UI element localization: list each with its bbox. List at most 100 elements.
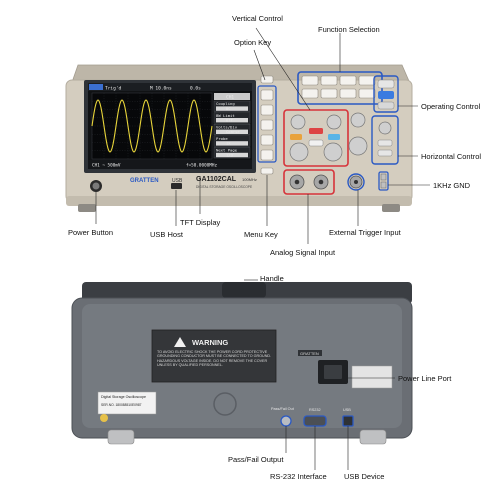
callout-usb-device: USB Device bbox=[344, 472, 385, 481]
option-key-3[interactable] bbox=[260, 119, 274, 131]
callout-operating-control: Operating Control bbox=[421, 102, 481, 111]
callout-rs232-interface: RS-232 Interface bbox=[270, 472, 327, 481]
timebase-knob[interactable] bbox=[348, 136, 368, 156]
operating-control-group bbox=[373, 75, 399, 113]
ch2-volts-knob[interactable] bbox=[323, 142, 343, 162]
screen-menu-item-value: Coarse bbox=[226, 129, 240, 134]
front-foot-right bbox=[382, 204, 400, 212]
callout-horizontal-control: Horizontal Control bbox=[421, 152, 482, 161]
callout-power-line-port: Power Line Port bbox=[398, 374, 452, 383]
ch1-position-knob[interactable] bbox=[290, 114, 306, 130]
usb-device-port[interactable] bbox=[342, 415, 354, 427]
front-leader-lines bbox=[95, 27, 430, 244]
menu-key[interactable] bbox=[260, 167, 274, 175]
function-key-6[interactable] bbox=[320, 88, 338, 99]
callout-menu-key: Menu Key bbox=[244, 230, 278, 239]
front-subtitle: DIGITAL STORAGE OSCILLOSCOPE bbox=[196, 185, 253, 189]
screen-timebase: M 10.0ns bbox=[150, 86, 172, 92]
probe-comp-highlight bbox=[378, 171, 389, 191]
screen-frequency: f=50.0000MHz bbox=[186, 163, 217, 169]
port-passfail-label: Pass/Fail Out bbox=[271, 407, 295, 411]
screen-menu-value-bg bbox=[216, 152, 248, 158]
ch2-position-knob[interactable] bbox=[326, 114, 342, 130]
force-button[interactable] bbox=[377, 149, 393, 157]
callout-external-trigger-input: External Trigger Input bbox=[329, 228, 401, 237]
run-stop-button[interactable] bbox=[377, 101, 395, 110]
screen-menu-item-value: DC bbox=[226, 106, 231, 111]
port-rs232-label: RS232 bbox=[309, 408, 321, 412]
rear-brand-plate bbox=[298, 350, 322, 356]
warning-title: WARNING bbox=[192, 338, 228, 347]
callout-power-button: Power Button bbox=[68, 228, 114, 237]
screen-menu-item-title: BW Limit bbox=[216, 113, 235, 118]
function-key-5[interactable] bbox=[301, 88, 319, 99]
menu-onoff-key[interactable] bbox=[260, 75, 274, 84]
screen-menu-value-bg bbox=[216, 106, 248, 111]
function-key-2[interactable] bbox=[320, 75, 338, 86]
callout-tft-display: TFT Display bbox=[180, 218, 221, 227]
screen-menu-item-title: Coupling bbox=[216, 101, 235, 106]
rear-leader-lines bbox=[244, 279, 395, 470]
ch1-volts-knob[interactable] bbox=[289, 142, 309, 162]
screen-menu-item-title: Next Page bbox=[216, 148, 238, 153]
option-key-2[interactable] bbox=[260, 104, 274, 116]
probe-comp-gnd-terminal[interactable] bbox=[380, 181, 387, 189]
port-usb-label: USB bbox=[343, 408, 351, 412]
horizontal-position-knob[interactable] bbox=[350, 112, 366, 128]
probe-comp-1khz-terminal[interactable] bbox=[380, 173, 387, 181]
product-serial: SER.NO. 180088510E0987 bbox=[101, 403, 142, 407]
screen-menu-title-bg bbox=[214, 93, 250, 100]
math-button[interactable] bbox=[309, 128, 323, 134]
front-model: GA1102CAL bbox=[196, 176, 237, 183]
carry-handle[interactable] bbox=[222, 282, 266, 298]
product-label bbox=[97, 391, 157, 415]
function-key-4[interactable] bbox=[358, 75, 376, 86]
screen-menu-item-title: Probe bbox=[216, 136, 228, 141]
screen-menu-value-bg bbox=[216, 118, 248, 123]
screen-menu-item bbox=[213, 112, 251, 124]
screen-menu-item bbox=[213, 147, 251, 159]
callout-analog-signal-input: Analog Signal Input bbox=[270, 248, 336, 257]
screen-menu-item-value: 1X bbox=[226, 141, 231, 146]
front-brand: GRATTEN bbox=[130, 178, 159, 184]
trigger-level-knob[interactable] bbox=[378, 121, 392, 135]
waveform-trace bbox=[91, 99, 213, 153]
screen-offset: 0.0s bbox=[190, 86, 201, 92]
option-key-5[interactable] bbox=[260, 149, 274, 161]
screen-menu-item bbox=[213, 135, 251, 147]
rear-brand: GRATTEN bbox=[300, 351, 319, 356]
rear-view: WARNING TO AVOID ELECTRIC SHOCK THE POWE… bbox=[71, 282, 413, 445]
screen-ch1-scale: CH1 ~ 500mV bbox=[92, 163, 121, 169]
trigger-menu-button[interactable] bbox=[377, 139, 393, 147]
screen-menu-item-title: Volts/Div bbox=[216, 124, 238, 129]
screen-menu-item bbox=[213, 123, 251, 135]
function-key-8[interactable] bbox=[358, 88, 376, 99]
function-key-7[interactable] bbox=[339, 88, 357, 99]
ch2-button[interactable] bbox=[328, 134, 340, 140]
screen-menu-item bbox=[213, 100, 251, 112]
screen-menu-title: CH1 bbox=[226, 95, 234, 101]
option-key-1[interactable] bbox=[260, 89, 274, 101]
pass-fail-output-port[interactable] bbox=[280, 415, 292, 427]
rear-foot-right bbox=[359, 429, 387, 445]
callout-pass-fail-output: Pass/Fail Output bbox=[228, 455, 284, 464]
usb-host-port[interactable] bbox=[171, 183, 182, 189]
rear-fan-ring bbox=[213, 392, 237, 416]
ch1-button[interactable] bbox=[290, 134, 302, 140]
screen-menu-value-bg bbox=[216, 141, 248, 146]
warning-plate bbox=[151, 329, 277, 383]
rs232-port[interactable] bbox=[303, 415, 327, 427]
option-keys bbox=[257, 85, 277, 163]
function-key-1[interactable] bbox=[301, 75, 319, 86]
auto-button[interactable] bbox=[378, 91, 394, 99]
callout-vertical-control: Vertical Control bbox=[232, 14, 283, 23]
option-key-4[interactable] bbox=[260, 134, 274, 146]
callout-usb-host: USB Host bbox=[150, 230, 183, 239]
ref-button[interactable] bbox=[308, 139, 324, 147]
callout-function-selection: Function Selection bbox=[318, 25, 380, 34]
function-key-3[interactable] bbox=[339, 75, 357, 86]
power-spec-plate bbox=[351, 365, 393, 389]
single-button[interactable] bbox=[377, 79, 395, 89]
